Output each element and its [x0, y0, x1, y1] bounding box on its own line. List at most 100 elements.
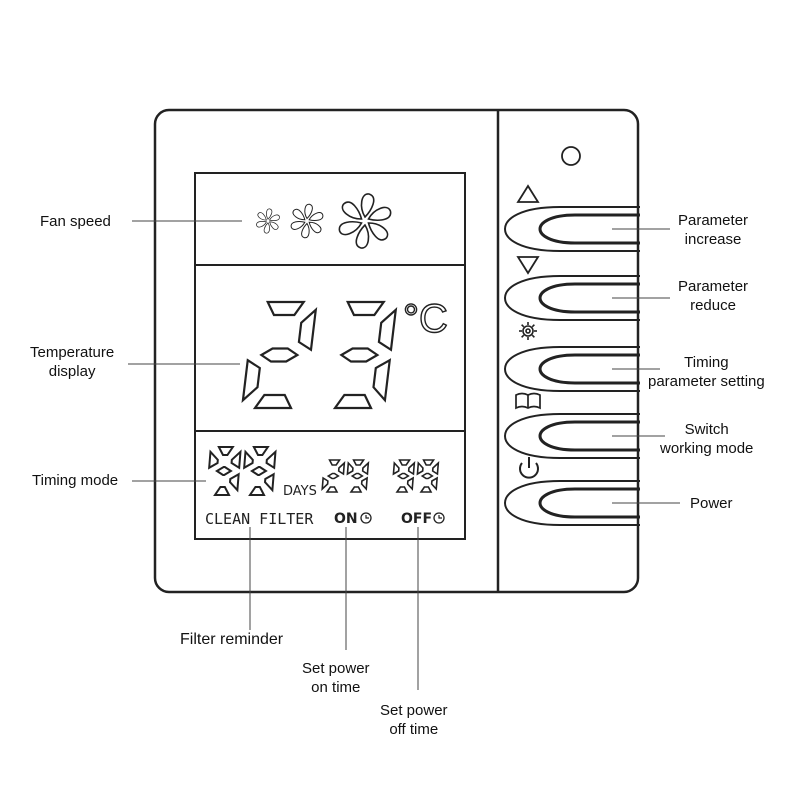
callout-timing-mode: Timing mode [32, 472, 119, 489]
digit-segment [297, 307, 318, 352]
digit-segment [431, 461, 440, 476]
callout-lines [128, 220, 680, 690]
digit-segment [422, 459, 436, 466]
digit-segment [328, 459, 342, 466]
digit-segment [398, 459, 412, 466]
temperature-display-digits [241, 300, 398, 410]
digit-segment [230, 449, 242, 470]
fan-blade [292, 208, 306, 221]
digit-segment [406, 476, 415, 491]
temperature-unit: °C [403, 297, 448, 341]
digit-segment [241, 358, 261, 403]
digit-segment [217, 446, 235, 456]
fan-blade [341, 201, 363, 220]
off-label: OFF [401, 511, 432, 527]
clean-filter-label: CLEAN FILTER [205, 510, 314, 528]
fan-blade [308, 221, 322, 234]
digit-segment [416, 461, 424, 476]
timer-off-digits [392, 459, 440, 493]
callout-parameter-reduce: Parameter reduce [678, 277, 748, 315]
callout-power: Power [690, 495, 733, 512]
digit-segment [377, 307, 398, 352]
lcd-screen [194, 172, 466, 540]
power-icon [519, 457, 539, 479]
digit-segment [250, 466, 268, 476]
button-inner-outline [538, 213, 640, 245]
digit-segment [419, 486, 433, 493]
fan-blade [355, 223, 370, 249]
digit-segment [325, 486, 339, 493]
callout-set-power-off-line1: Set power [380, 702, 448, 719]
indicator-light-icon [561, 146, 581, 166]
gear-tooth [531, 334, 535, 338]
digit-segment [339, 347, 380, 363]
digit-segment [395, 486, 409, 493]
power-button[interactable] [503, 480, 640, 526]
digit-segment [372, 358, 392, 403]
digit-segment [349, 486, 363, 493]
fan-blade [269, 221, 279, 230]
callout-set-power-on: Set power on time [302, 659, 370, 697]
button-inner-outline [538, 353, 640, 385]
digit-segment [252, 446, 270, 456]
callout-timing-parameter-setting-line1: Timing [684, 354, 729, 371]
digit-segment [208, 449, 219, 470]
callout-set-power-on-line1: Set power [302, 660, 370, 677]
button-outer-outline [503, 275, 640, 321]
digit-segment [407, 461, 416, 476]
callout-fan-speed: Fan speed [40, 213, 111, 230]
days-label: DAYS [283, 484, 317, 499]
button-outer-outline [503, 413, 640, 459]
callout-temperature-display: Temperature display [30, 343, 114, 381]
fan-blade [269, 214, 280, 221]
switch-mode-button[interactable] [503, 413, 640, 459]
button-inner-outline [538, 487, 640, 519]
fan-blade [301, 222, 310, 239]
device-body [153, 108, 640, 594]
digit-segment [228, 472, 240, 493]
callout-timing-parameter-setting: Timing parameter setting [648, 353, 765, 391]
callout-temperature-display-line1: Temperature [30, 344, 115, 361]
button-inner-outline [538, 282, 640, 314]
callout-timing-parameter-setting-line2: parameter setting [648, 373, 765, 390]
digit-segment [332, 393, 373, 410]
button-outer-outline [503, 480, 640, 526]
callout-filter-reminder: Filter reminder [180, 631, 284, 648]
callout-switch-working-mode-line1: Switch [684, 421, 729, 438]
fan-blade [308, 212, 324, 221]
digit-segment [361, 461, 370, 476]
off-clock-icon [433, 512, 445, 524]
callout-parameter-reduce-line2: reduce [690, 297, 736, 314]
fan-blade [266, 208, 273, 220]
digit-segment [420, 472, 434, 480]
parameter-increase-button[interactable] [503, 206, 640, 252]
fan-blade [304, 203, 313, 220]
timing-setting-button[interactable] [503, 346, 640, 392]
digit-segment [259, 347, 300, 363]
timer-main-digits [208, 446, 277, 496]
button-outer-outline [503, 206, 640, 252]
callout-set-power-off: Set power off time [380, 701, 448, 739]
button-inner-outline [538, 420, 640, 452]
digit-segment [396, 472, 410, 480]
callout-set-power-off-line2: off time [389, 721, 439, 738]
digit-segment [248, 486, 266, 496]
callout-parameter-increase: Parameter increase [678, 211, 748, 249]
digit-segment [213, 486, 231, 496]
parameter-reduce-button[interactable] [503, 275, 640, 321]
gear-tooth [521, 334, 525, 338]
fan-blade [290, 221, 306, 230]
digit-segment [352, 459, 366, 466]
gear-icon [519, 322, 537, 340]
digit-segment [350, 472, 364, 480]
digit-segment [263, 472, 275, 493]
callout-switch-working-mode: Switch working mode [660, 420, 753, 458]
digit-segment [265, 300, 306, 317]
digit-segment [265, 449, 277, 470]
callout-parameter-increase-line2: increase [684, 231, 742, 248]
digit-segment [346, 461, 354, 476]
on-label: ON [334, 511, 358, 527]
digit-segment [326, 472, 340, 480]
fan-blade [360, 193, 375, 219]
